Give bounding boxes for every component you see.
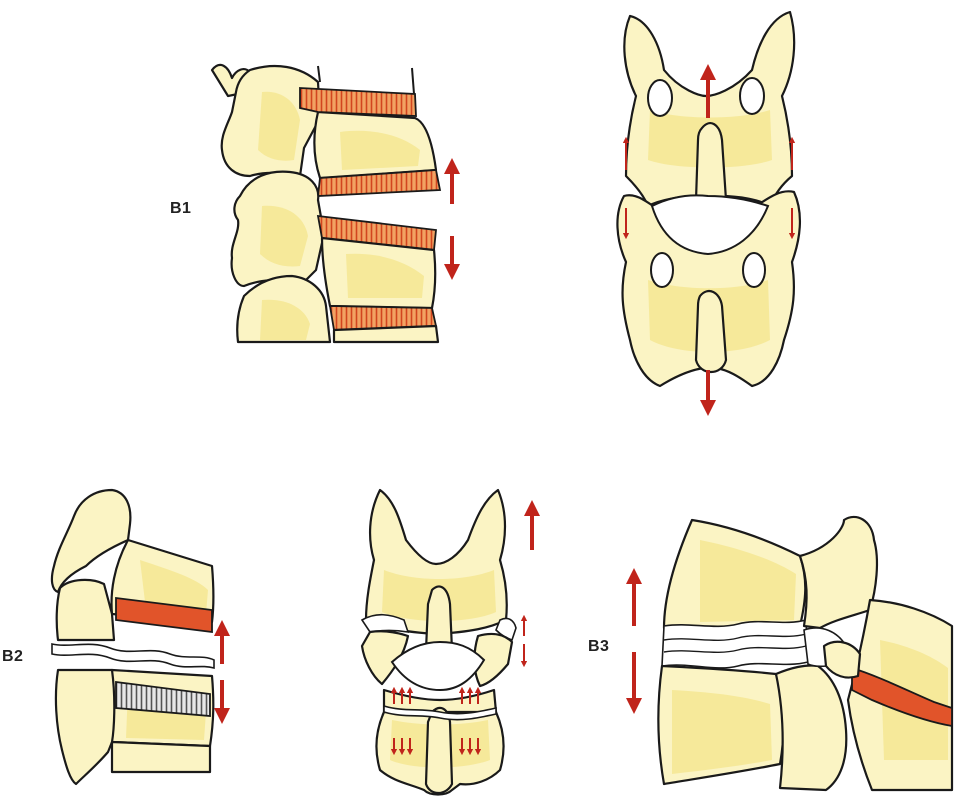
b1-lateral-view bbox=[212, 65, 440, 342]
b3-lateral-view bbox=[658, 517, 952, 790]
b2-posterior-view bbox=[362, 490, 516, 795]
label-b2: B2 bbox=[2, 648, 23, 666]
label-b3: B3 bbox=[588, 638, 609, 656]
label-b1: B1 bbox=[170, 200, 191, 218]
b2-lateral-view bbox=[52, 490, 214, 784]
b1-posterior-view bbox=[617, 12, 800, 386]
